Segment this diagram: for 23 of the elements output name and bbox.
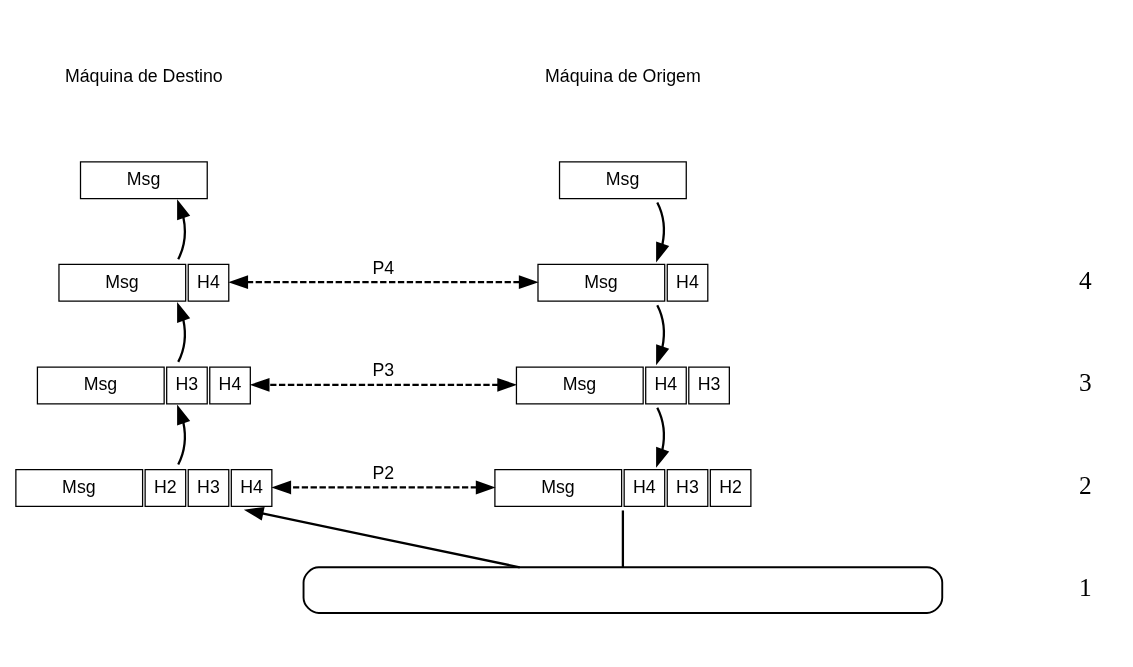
- edge-label: P3: [372, 360, 395, 381]
- arrow: [249, 377, 518, 392]
- arrow: [656, 304, 670, 366]
- arrow: [177, 199, 191, 260]
- node-box: Msg: [79, 161, 208, 200]
- label: 2: [1079, 470, 1092, 499]
- connector: [621, 510, 625, 568]
- edge-label: P4: [372, 257, 395, 278]
- label: 3: [1079, 368, 1092, 397]
- label: Máquina de Origem: [545, 65, 701, 86]
- edge-label: P2: [372, 462, 395, 483]
- node-box: Msg: [558, 161, 687, 200]
- node-box: [302, 566, 944, 614]
- arrow: [177, 404, 191, 465]
- label: 4: [1079, 265, 1092, 294]
- label: 1: [1079, 573, 1092, 602]
- arrow: [656, 407, 670, 468]
- label: Máquina de Destino: [64, 65, 223, 86]
- arrow: [243, 506, 520, 569]
- arrow: [271, 480, 496, 495]
- arrow: [228, 275, 539, 290]
- arrow: [177, 301, 191, 363]
- arrow: [656, 202, 670, 263]
